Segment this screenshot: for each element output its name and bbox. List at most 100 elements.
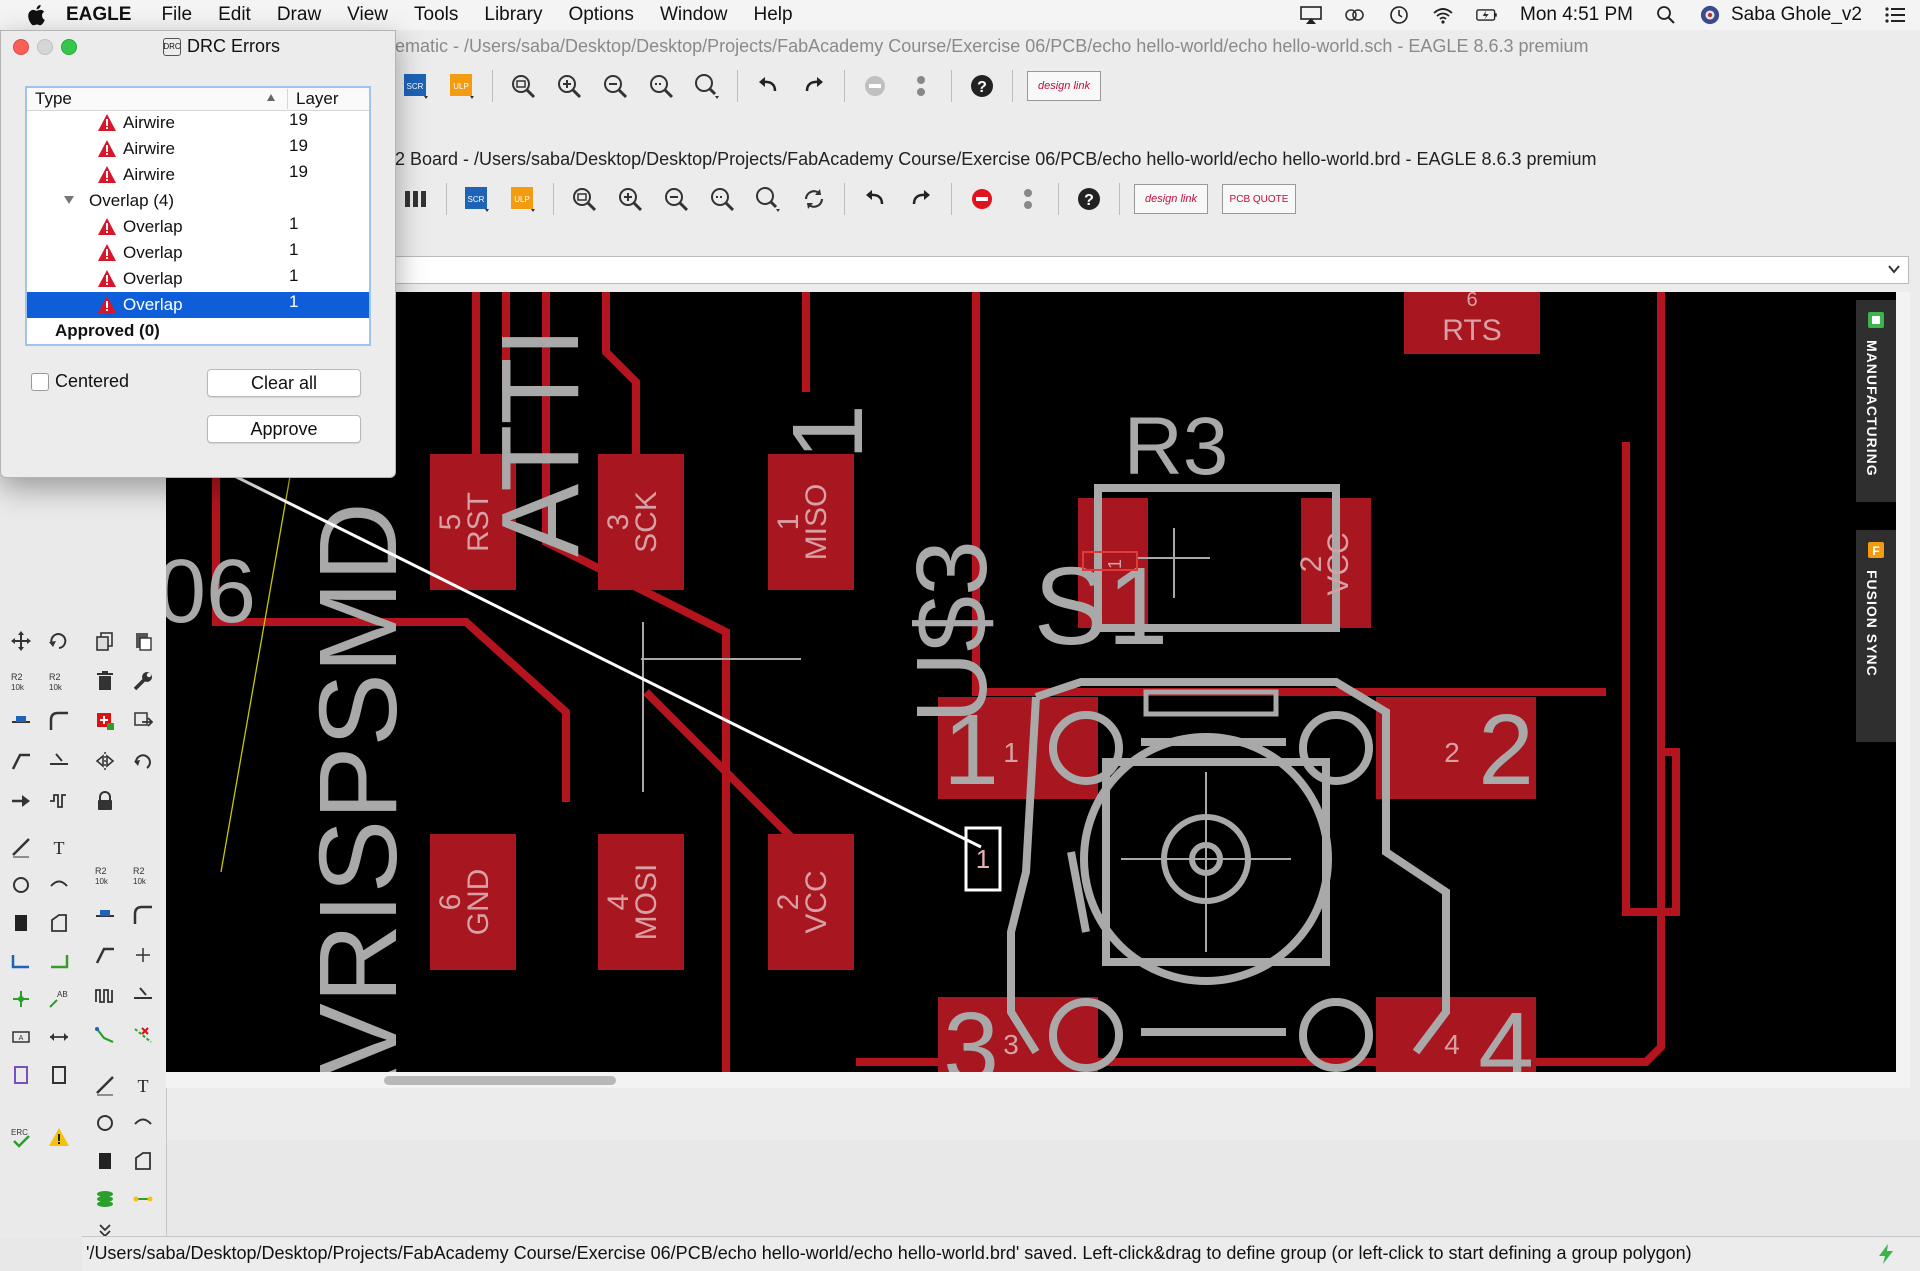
battery-icon[interactable] (1476, 5, 1498, 25)
erc-tool[interactable]: ERC (8, 1124, 34, 1150)
split-tool[interactable] (8, 748, 34, 774)
copy-tool[interactable] (92, 628, 118, 654)
silk-r3-outline[interactable] (1094, 484, 1340, 632)
zoom-in-button[interactable] (614, 183, 646, 215)
meander-tool-b[interactable] (92, 982, 118, 1008)
ripup-tool[interactable] (130, 1022, 156, 1048)
zoom-window-button[interactable] (61, 39, 77, 55)
zoom-fit-button[interactable] (507, 70, 539, 102)
chevron-down-icon[interactable] (1886, 261, 1902, 277)
trace[interactable] (212, 292, 570, 802)
stop-button[interactable] (966, 183, 998, 215)
clear-all-button[interactable]: Clear all (207, 369, 361, 397)
minimize-window-button[interactable] (37, 39, 53, 55)
miter-tool[interactable] (46, 708, 72, 734)
board-canvas[interactable]: RST 5 SCK 3 MISO 1 GND 6 MOSI 4 VCC 2 VC… (166, 292, 1896, 1072)
design-link-button[interactable]: design link (1027, 71, 1101, 101)
rotate-tool[interactable] (46, 628, 72, 654)
rect-tool-b[interactable] (92, 1148, 118, 1174)
menu-options[interactable]: Options (568, 4, 634, 25)
optimize-tool-b[interactable] (130, 982, 156, 1008)
vertical-scrollbar[interactable] (1896, 292, 1910, 1088)
silk-pad-ring-1[interactable] (1049, 711, 1123, 785)
menu-file[interactable]: File (161, 4, 193, 25)
menu-app[interactable]: EAGLE (66, 4, 132, 25)
design-link-button[interactable]: design link (1134, 184, 1208, 214)
pad-mosi[interactable] (598, 834, 684, 970)
ulp-button[interactable]: ULP (507, 183, 539, 215)
trace[interactable] (856, 292, 1665, 1066)
rect-tool[interactable] (8, 910, 34, 936)
go-button[interactable] (1012, 183, 1044, 215)
creative-cloud-icon[interactable] (1344, 5, 1366, 25)
zoom-select-button[interactable] (706, 183, 738, 215)
list-item[interactable]: Airwire 19 (27, 136, 369, 162)
arc-tool-b[interactable] (130, 1110, 156, 1136)
label-tool[interactable]: AB (46, 986, 72, 1012)
command-line-input[interactable] (395, 256, 1909, 284)
layer-tool[interactable] (46, 948, 72, 974)
zoom-in-button[interactable] (553, 70, 585, 102)
silk-switch-body[interactable] (1102, 758, 1330, 966)
mirror-tool[interactable] (92, 748, 118, 774)
frame-tool[interactable] (8, 1062, 34, 1088)
help-button[interactable]: ? (966, 70, 998, 102)
group-rotate-tool[interactable] (130, 748, 156, 774)
pad-miso[interactable] (768, 454, 854, 590)
silk-switch-outline[interactable] (1007, 678, 1450, 1055)
trace[interactable] (972, 292, 1606, 696)
signal-tool[interactable] (130, 1186, 156, 1212)
pad-sw-2[interactable] (1376, 697, 1536, 799)
list-item[interactable]: Overlap 1 (27, 214, 369, 240)
silk-pad-ring-3[interactable] (1049, 998, 1123, 1072)
trace[interactable] (643, 689, 809, 855)
spotlight-search-icon[interactable] (1655, 5, 1677, 25)
dialog-titlebar[interactable]: DRC DRC Errors (1, 31, 395, 61)
zoom-out-button[interactable] (660, 183, 692, 215)
zoom-out-button[interactable] (599, 70, 631, 102)
apple-icon[interactable] (26, 4, 48, 26)
pad-sw-1[interactable] (938, 697, 1098, 799)
menu-window[interactable]: Window (659, 4, 728, 25)
list-group-overlap[interactable]: Overlap (4) (27, 188, 369, 214)
centered-checkbox[interactable] (31, 373, 49, 391)
zoom-select-button[interactable] (645, 70, 677, 102)
split-tool-b[interactable] (92, 942, 118, 968)
menu-help[interactable]: Help (753, 4, 793, 25)
list-item[interactable]: Airwire 19 (27, 110, 369, 136)
horizontal-scroll-thumb[interactable] (384, 1076, 616, 1085)
drc-error-markers[interactable]: 1 (166, 440, 1138, 892)
approve-button[interactable]: Approve (207, 415, 361, 443)
package-tool[interactable] (46, 1062, 72, 1088)
dimension-tool[interactable] (46, 1024, 72, 1050)
pad-sck[interactable] (598, 454, 684, 590)
horizontal-scrollbar[interactable] (166, 1072, 1896, 1088)
notification-center-icon[interactable] (1884, 5, 1906, 25)
silk-pad-ring-4[interactable] (1299, 998, 1373, 1072)
redraw-button[interactable] (798, 183, 830, 215)
replace-tool[interactable] (130, 708, 156, 734)
pcb-drawing[interactable]: RST 5 SCK 3 MISO 1 GND 6 MOSI 4 VCC 2 VC… (166, 292, 1896, 1072)
silk-switch-lever[interactable] (1067, 851, 1090, 933)
redo-button[interactable] (798, 70, 830, 102)
route-airwire-tool[interactable] (92, 1022, 118, 1048)
ulp-button[interactable]: ULP (446, 70, 478, 102)
script-button[interactable]: SCR (461, 183, 493, 215)
hole-tool[interactable] (8, 948, 34, 974)
stop-button[interactable] (859, 70, 891, 102)
polygon-tool-b[interactable] (130, 1148, 156, 1174)
list-item[interactable]: Airwire 19 (27, 162, 369, 188)
arc-tool[interactable] (46, 872, 72, 898)
drc-marker-small[interactable] (1082, 551, 1138, 571)
undo-button[interactable] (859, 183, 891, 215)
menu-draw[interactable]: Draw (276, 4, 322, 25)
drc-airwire-highlight[interactable] (166, 440, 982, 849)
menu-clock[interactable]: Mon 4:51 PM (1520, 4, 1633, 25)
list-item[interactable]: Overlap 1 (27, 266, 369, 292)
go-button[interactable] (905, 70, 937, 102)
optimize-tool[interactable] (46, 748, 72, 774)
